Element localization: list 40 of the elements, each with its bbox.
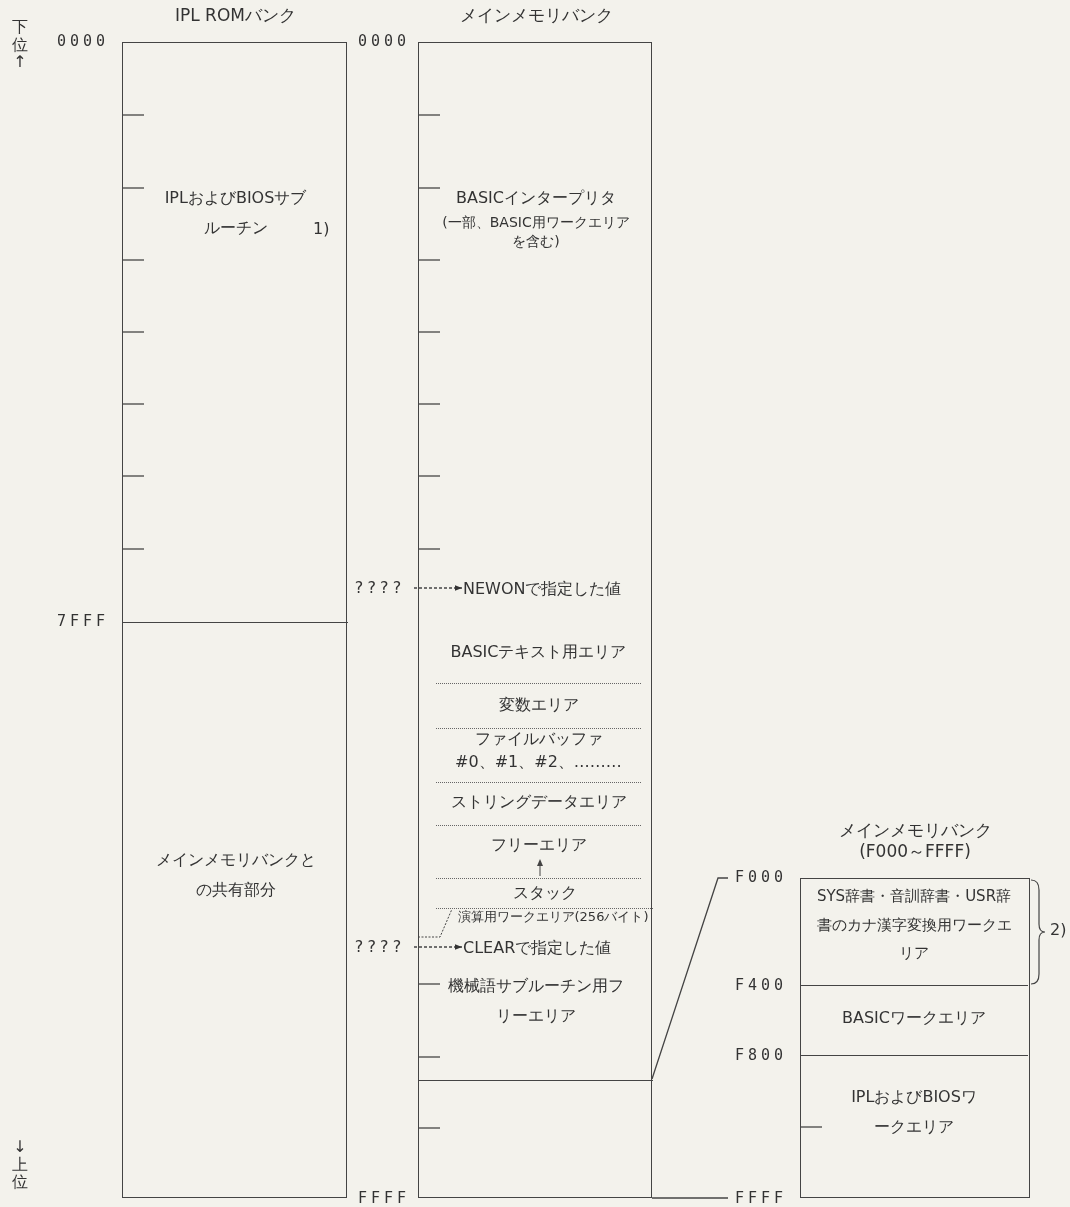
- region-label: IPLおよびBIOSワークエリア: [850, 1086, 978, 1139]
- address-label: ????: [354, 934, 414, 960]
- region-label: フリーエリア: [489, 834, 588, 856]
- arrow: [413, 585, 463, 591]
- footnote-mark: 1): [313, 219, 330, 238]
- region-label: 演算用ワークエリア(256バイト): [456, 908, 650, 926]
- region-label: ストリングデータエリア: [449, 791, 628, 813]
- column-heading: メインメモリバンク(F000～FFFF): [837, 820, 993, 863]
- region-label: BASICインタープリタ: [455, 187, 617, 209]
- pointer-label: NEWONで指定した値: [463, 576, 651, 602]
- address-label: F400: [735, 976, 788, 994]
- region-label: SYS辞書・音訓辞書・USR辞書のカナ漢字変換用ワークエリア: [815, 886, 1013, 964]
- address-label: ????: [354, 575, 414, 601]
- memory-band: [436, 729, 641, 783]
- region-label: ファイルバッファ: [473, 728, 604, 750]
- column-heading: IPL ROMバンク: [174, 5, 297, 27]
- footnote-mark: 2): [1050, 920, 1067, 939]
- connector-line: [651, 1197, 729, 1199]
- region-label: BASICワークエリア: [841, 1007, 987, 1029]
- direction-label: 下位↑: [12, 18, 28, 71]
- direction-label: ↓上位: [12, 1138, 28, 1191]
- address-label: 7FFF: [57, 612, 110, 630]
- connector-line: [651, 877, 729, 1080]
- address-label: F000: [735, 868, 788, 886]
- region-label: メインメモリバンクとの共有部分: [155, 849, 316, 902]
- region-label: IPLおよびBIOSサブルーチン: [163, 187, 308, 240]
- region-label: 機械語サブルーチン用フリーエリア: [447, 975, 625, 1028]
- region-label: #0、#1、#2、………: [454, 751, 623, 774]
- address-label: 0000: [57, 32, 110, 50]
- pointer-label: CLEARで指定した値: [463, 935, 651, 961]
- arrow: [413, 944, 463, 950]
- region-label: 変数エリア: [497, 694, 580, 716]
- address-label: FFFF: [358, 1189, 411, 1207]
- column-heading: メインメモリバンク: [458, 5, 614, 27]
- region-label: BASICテキスト用エリア: [449, 641, 628, 663]
- address-label: 0000: [358, 32, 411, 50]
- address-label: F800: [735, 1046, 788, 1064]
- region-label: (一部、BASIC用ワークエリアを含む): [441, 213, 631, 252]
- address-label: FFFF: [735, 1189, 788, 1207]
- region-label: スタック: [511, 882, 578, 904]
